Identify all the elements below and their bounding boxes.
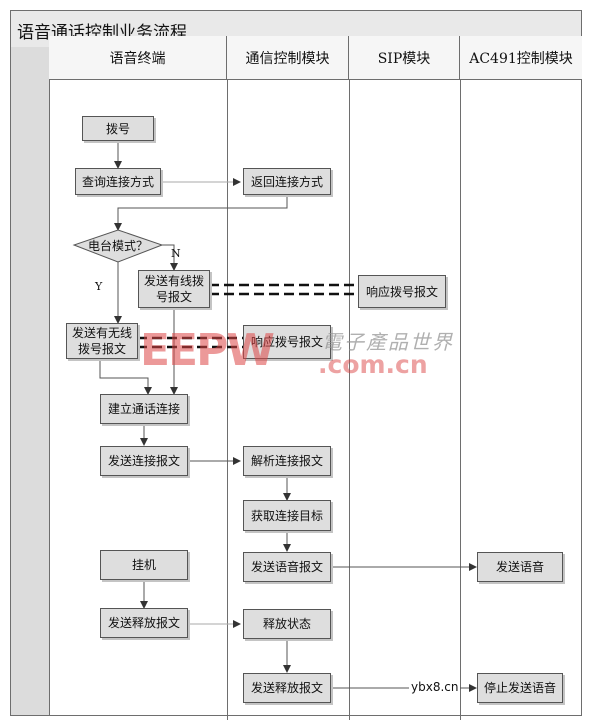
node-get-target: 获取连接目标 bbox=[243, 500, 331, 531]
node-label: 查询连接方式 bbox=[81, 174, 154, 189]
node-return-method: 返回连接方式 bbox=[243, 168, 331, 195]
node-send-connect: 发送连接报文 bbox=[100, 446, 188, 476]
node-send-voice: 发送语音 bbox=[477, 552, 563, 582]
node-dial: 拨号 bbox=[82, 116, 154, 141]
node-send-voice-msg: 发送语音报文 bbox=[243, 552, 331, 582]
node-label: 建立通话连接 bbox=[107, 402, 180, 416]
node-label: 获取连接目标 bbox=[250, 508, 323, 523]
lane-label: 通信控制模块 bbox=[245, 50, 330, 67]
node-label: 发送语音报文 bbox=[250, 560, 323, 574]
node-send-wired: 发送有线拨号报文 bbox=[138, 270, 210, 308]
node-resp-sip: 响应拨号报文 bbox=[358, 275, 446, 308]
lane-divider bbox=[349, 80, 350, 720]
node-label: 发送有线拨号报文 bbox=[143, 274, 204, 304]
node-parse-connect: 解析连接报文 bbox=[243, 446, 331, 476]
branch-label-no: N bbox=[171, 247, 181, 260]
lane-header-comm-control: 通信控制模块 bbox=[227, 36, 349, 80]
node-stop-voice: 停止发送语音 bbox=[477, 673, 563, 703]
watermark-url: ybx8.cn bbox=[409, 680, 461, 694]
watermark-logo: EEPW bbox=[140, 325, 275, 376]
node-release-state: 释放状态 bbox=[243, 609, 331, 639]
node-label: 返回连接方式 bbox=[250, 174, 323, 189]
node-label: 发送连接报文 bbox=[107, 454, 180, 468]
left-rail bbox=[11, 47, 50, 715]
node-send-release: 发送释放报文 bbox=[100, 608, 188, 638]
lane-header-ac491: AC491控制模块 bbox=[460, 36, 582, 80]
lane-header-sip: SIP模块 bbox=[349, 36, 460, 80]
lane-header-voice-terminal: 语音终端 bbox=[49, 36, 227, 80]
branch-label-yes: Y bbox=[95, 280, 103, 293]
node-send-wireless: 发送有无线拨号报文 bbox=[66, 323, 138, 359]
node-label: 发送释放报文 bbox=[250, 681, 323, 695]
node-establish: 建立通话连接 bbox=[100, 394, 188, 424]
node-label: 发送语音 bbox=[495, 560, 544, 574]
node-label: 发送有无线拨号报文 bbox=[71, 326, 132, 356]
node-label: 停止发送语音 bbox=[483, 681, 556, 695]
node-label: 响应拨号报文 bbox=[250, 335, 323, 349]
node-hangup: 挂机 bbox=[100, 550, 188, 580]
lane-label: AC491控制模块 bbox=[469, 50, 573, 67]
decision-diamond bbox=[72, 229, 164, 263]
lane-label: SIP模块 bbox=[377, 50, 431, 67]
lane-divider bbox=[227, 80, 228, 720]
decision-label: 电台模式？ bbox=[87, 239, 148, 253]
node-query-method: 查询连接方式 bbox=[75, 168, 161, 195]
node-label: 发送释放报文 bbox=[107, 616, 180, 630]
lane-label: 语音终端 bbox=[109, 50, 166, 67]
watermark-chinese: 電子產品世界 bbox=[322, 330, 454, 354]
watermark-site: .com.cn bbox=[318, 350, 428, 379]
node-label: 拨号 bbox=[105, 121, 130, 136]
node-label: 挂机 bbox=[131, 558, 156, 572]
node-label: 响应拨号报文 bbox=[365, 284, 438, 299]
node-label: 解析连接报文 bbox=[250, 454, 323, 468]
node-label: 释放状态 bbox=[262, 617, 311, 631]
lane-divider bbox=[460, 80, 461, 720]
node-send-release-2: 发送释放报文 bbox=[243, 673, 331, 703]
node-resp-ctrl: 响应拨号报文 bbox=[243, 325, 331, 359]
